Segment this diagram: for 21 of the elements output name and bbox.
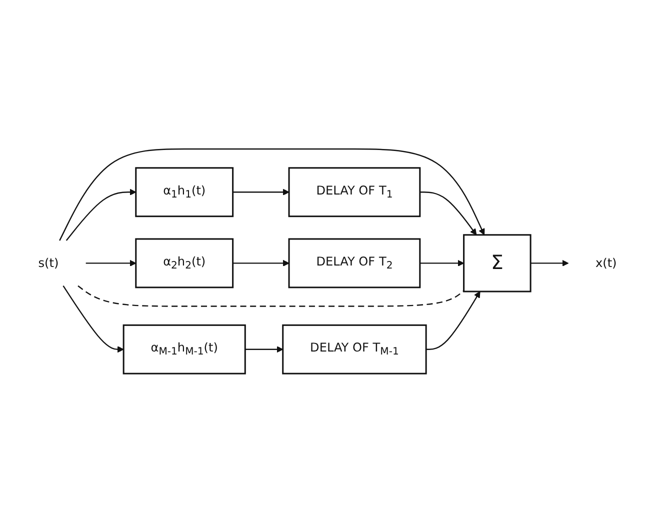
arrow	[59, 148, 485, 241]
arrow	[245, 346, 284, 352]
arrow	[426, 290, 480, 350]
arrow	[420, 191, 477, 235]
arrow	[420, 260, 464, 266]
node-text: x(t)	[595, 255, 617, 270]
arrow	[86, 260, 136, 266]
node-box	[135, 238, 234, 288]
block-diagram: s(t) α$_{1}$h$_{1}$(t) DELAY OF T$_{1}$ α$_{2}$h$_{2}$(t) DELAY OF T$_{2}$ α$_{M-1}$h$_{M-1}$(t) DELAY OF T$_{M-1}$ Σ x(t)	[5, 142, 650, 380]
node-box	[463, 234, 532, 292]
node-text: s(t)	[38, 255, 59, 270]
node-box	[122, 324, 246, 374]
arrow	[62, 285, 124, 352]
arrow	[232, 260, 290, 266]
node-box	[135, 166, 234, 217]
arrow	[530, 260, 569, 266]
node-box	[282, 324, 427, 374]
node-box	[288, 238, 421, 288]
arrow	[66, 188, 136, 241]
arrow	[232, 188, 290, 196]
node-box	[288, 166, 421, 217]
